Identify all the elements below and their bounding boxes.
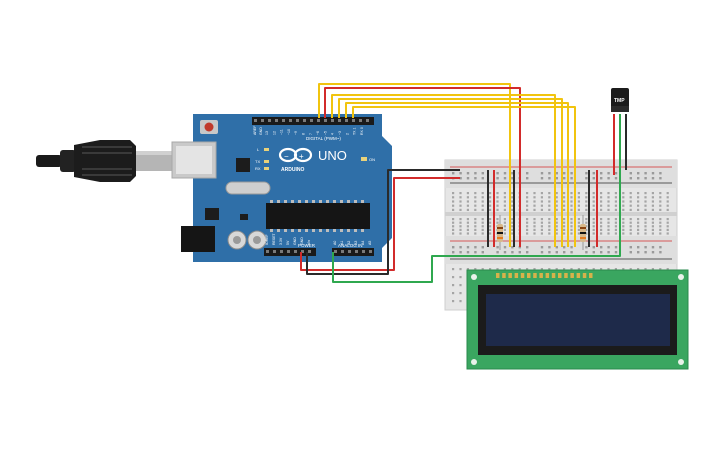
- analog-pin-label-2: A2: [347, 241, 351, 245]
- analog-pin-label-1: A1: [340, 241, 344, 245]
- analog-pin-label-0: A0: [333, 241, 337, 245]
- power-label: POWER: [298, 243, 316, 248]
- tmp-sensor-label: TMP: [614, 98, 625, 104]
- digital-pin-label-1: 12: [272, 131, 276, 135]
- arduino-board[interactable]: − + UNO ARDUINO DIGITAL (PWM~) POWER ANA…: [171, 114, 392, 262]
- lcd-screen: [486, 294, 670, 346]
- gnd-label: GND: [259, 127, 263, 135]
- resistor-1[interactable]: [497, 215, 503, 250]
- arduino-logo: − +: [278, 147, 313, 163]
- wire-gnd[interactable]: [306, 169, 460, 275]
- digital-pin-label-10: ~3: [338, 131, 342, 135]
- digital-pin-label-2: ~11: [280, 129, 284, 135]
- digital-pin-label-5: 8: [302, 133, 306, 135]
- power-pin-label-0: IOREF: [265, 234, 269, 245]
- digital-pin-label-4: ~9: [294, 131, 298, 135]
- digital-pin-label-8: ~5: [323, 131, 327, 135]
- power-pin-label-2: 3.3V: [279, 237, 283, 245]
- digital-pin-label-11: 2: [345, 133, 349, 135]
- wire-pin2[interactable]: [352, 106, 576, 247]
- wire-a0[interactable]: [332, 172, 621, 283]
- aref-label: AREF: [253, 126, 257, 135]
- reset-button[interactable]: [204, 122, 214, 132]
- tmp-sensor[interactable]: TMP: [611, 88, 629, 112]
- power-pin-label-3: 5V: [286, 240, 290, 245]
- wire-pin11[interactable]: [324, 87, 521, 247]
- board-brand: ARDUINO: [281, 167, 304, 173]
- wire-pin3[interactable]: [345, 102, 569, 247]
- wire-pin4[interactable]: [338, 98, 563, 247]
- tx-led-label: TX: [255, 159, 260, 164]
- rx-led: [264, 167, 269, 170]
- analog-header: [332, 248, 374, 256]
- wires: [300, 83, 627, 283]
- power-pin-label-6: Vin: [307, 240, 311, 245]
- power-pin-label-4: GND: [293, 237, 297, 245]
- digital-pin-label-9: 4: [331, 133, 335, 135]
- digital-pin-label-7: ~6: [316, 131, 320, 135]
- wire-pin5[interactable]: [331, 94, 556, 247]
- resistor-2[interactable]: [580, 215, 586, 250]
- digital-pin-label-12: TX 1: [353, 128, 357, 135]
- l-led-label: L: [257, 147, 260, 152]
- usb-cable[interactable]: [36, 140, 176, 182]
- analog-pin-label-4: A4: [361, 241, 365, 245]
- on-led-label: ON: [369, 157, 375, 162]
- wire-5v[interactable]: [300, 177, 460, 271]
- analog-pin-label-3: A3: [354, 241, 358, 245]
- rx-led-label: RX: [255, 166, 261, 171]
- power-pin-label-5: GND: [300, 237, 304, 245]
- digital-pin-label-3: ~10: [287, 129, 291, 135]
- on-led: [361, 157, 367, 161]
- analog-label: ANALOG IN: [338, 243, 363, 248]
- atmega-chip: [266, 203, 370, 229]
- digital-label: DIGITAL (PWM~): [306, 136, 341, 141]
- lcd-display[interactable]: [466, 269, 689, 370]
- power-pin-label-1: RESET: [272, 232, 276, 245]
- digital-pin-label-6: 7: [309, 133, 313, 135]
- digital-pin-label-0: 13: [265, 131, 269, 135]
- board-model: UNO: [318, 148, 347, 163]
- l-led: [264, 148, 269, 151]
- analog-pin-label-5: A5: [368, 241, 372, 245]
- wire-pin12[interactable]: [318, 83, 511, 247]
- tx-led: [264, 160, 269, 163]
- svg-text:+: +: [299, 152, 304, 161]
- digital-pin-label-13: RX 0: [360, 127, 364, 135]
- svg-text:−: −: [284, 152, 289, 161]
